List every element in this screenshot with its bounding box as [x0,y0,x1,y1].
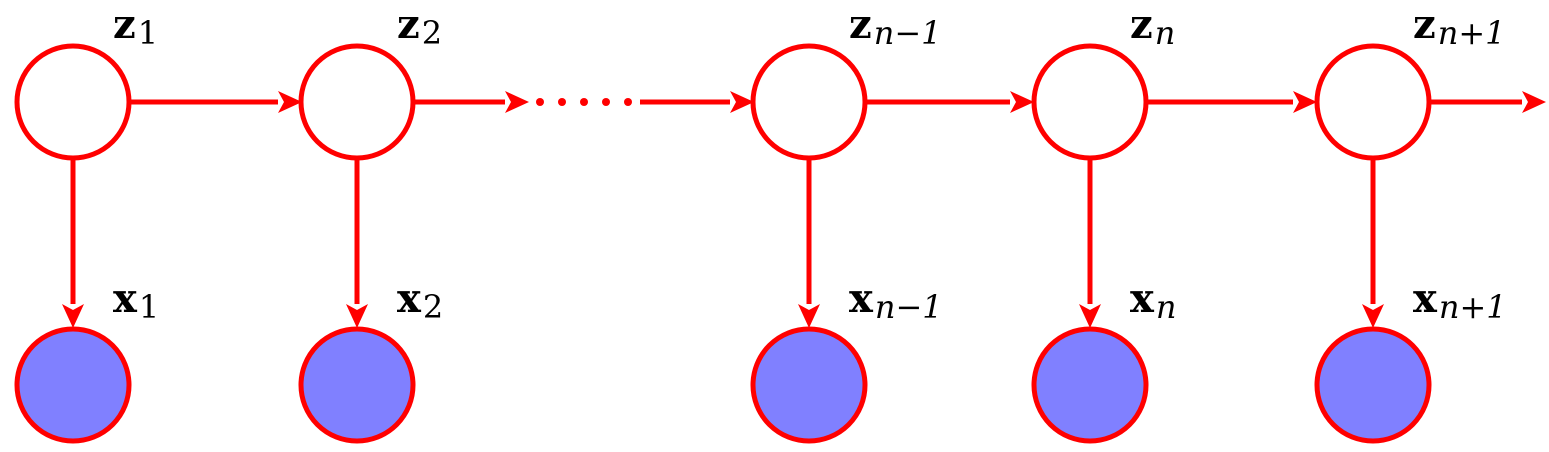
edge-zn+1-out-head [1522,91,1546,113]
ellipsis-dot [536,98,544,106]
edge-z1-x1-head [62,304,84,328]
label-z2: z2 [397,1,442,52]
label-x1: x1 [113,275,159,326]
node-z2 [298,43,416,161]
ellipsis-dot [624,98,632,106]
label-zn+1: zn+1 [1413,1,1506,52]
node-x2 [298,326,416,444]
edges [62,91,1546,328]
edge-zn+1-xn+1-head [1362,304,1384,328]
edge-z1-z2-head [278,91,302,113]
ellipsis-dot [558,98,566,106]
ellipsis-dot [580,98,588,106]
edge-zn-xn-head [1079,304,1101,328]
label-xn-1: xn−1 [849,275,943,326]
label-xn+1: xn+1 [1413,275,1507,326]
node-x1 [14,326,132,444]
ellipsis-dot [602,98,610,106]
edge-zn-1-zn-head [1010,91,1034,113]
node-z1 [14,43,132,161]
node-xn [1031,326,1149,444]
node-zn-1 [750,43,868,161]
label-z1: z1 [113,1,158,52]
label-zn: zn [1130,1,1175,52]
label-x2: x2 [397,275,443,326]
node-zn+1 [1314,43,1432,161]
label-zn-1: zn−1 [849,1,942,52]
observed-labels: x1 x2 xn−1 xn xn+1 [113,275,1507,326]
node-xn+1 [1314,326,1432,444]
observed-nodes [14,326,1432,444]
edge-z2-x2-head [346,304,368,328]
ellipsis-dots [536,98,632,106]
node-zn [1031,43,1149,161]
edge-z2-ellipsis-head [505,91,529,113]
latent-labels: z1 z2 zn−1 zn zn+1 [113,1,1506,52]
edge-zn-1-xn-1-head [798,304,820,328]
edge-zn-zn+1-head [1293,91,1317,113]
latent-nodes [14,43,1432,161]
edge-ellipsis-zn-1-head [730,91,754,113]
node-xn-1 [750,326,868,444]
label-xn: xn [1130,275,1176,326]
